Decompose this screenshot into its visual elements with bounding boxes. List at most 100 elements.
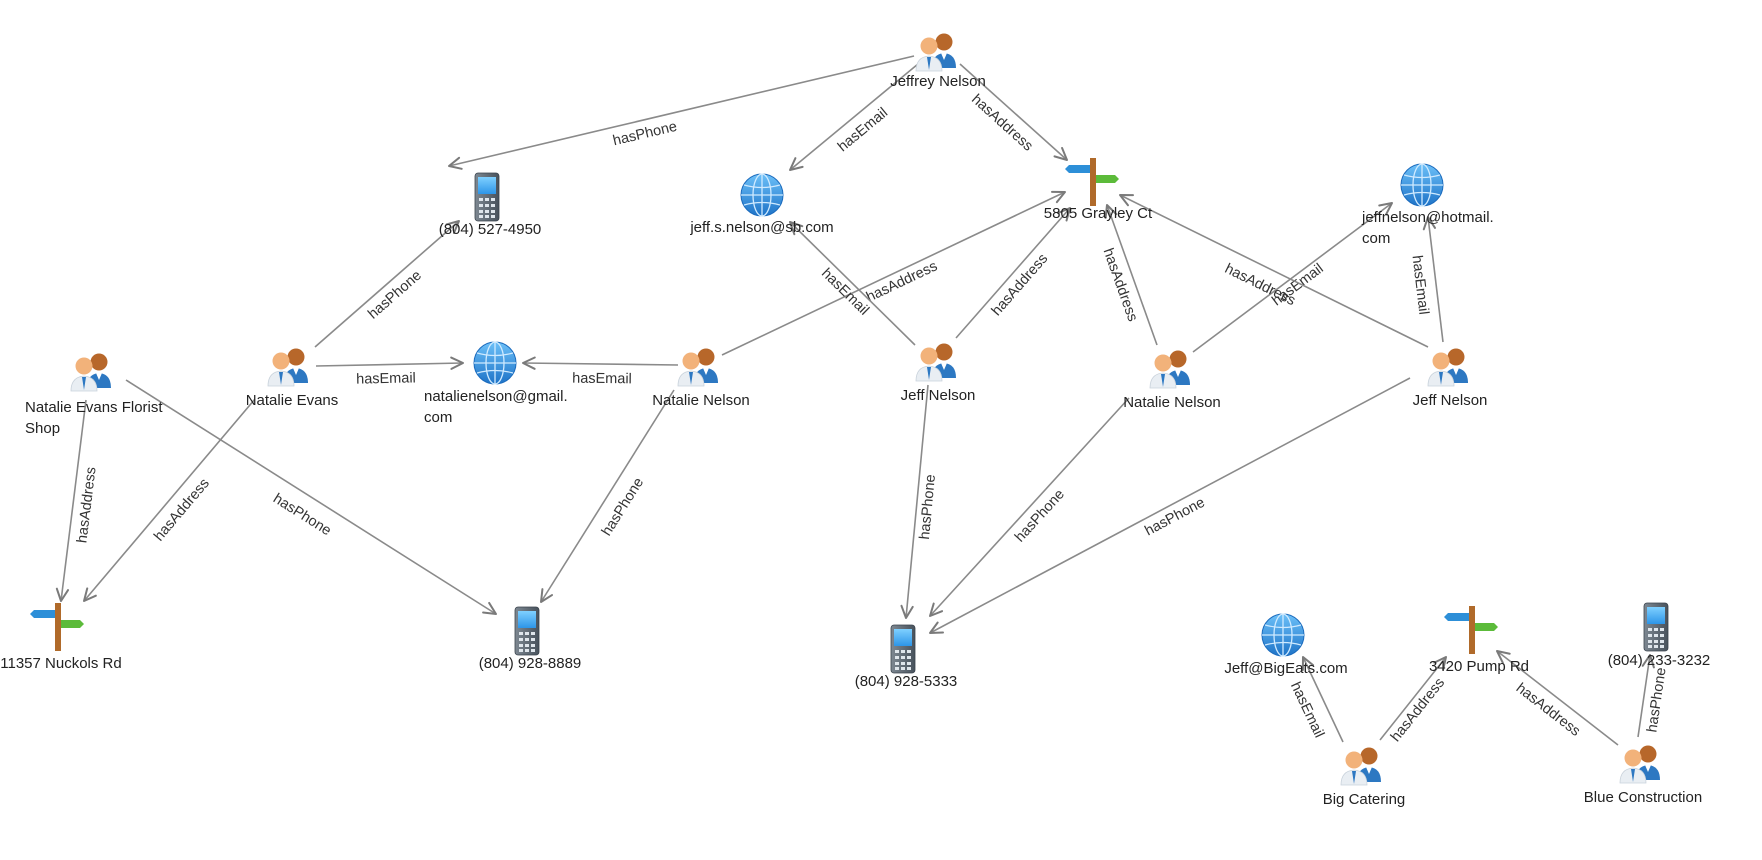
- globe-icon: [740, 173, 784, 217]
- node-label: Natalie Nelson: [652, 392, 750, 409]
- node-jeff-nelson-1[interactable]: Jeff Nelson: [901, 343, 976, 405]
- arrow-head: [83, 587, 97, 602]
- edge-natalie-nelson-2-phone-9285333[interactable]: hasPhone: [929, 397, 1130, 617]
- node-phone-9288889[interactable]: (804) 928-8889: [479, 606, 582, 672]
- edge-line: [1119, 194, 1429, 348]
- edge-label: hasPhone: [599, 475, 647, 539]
- edge-line: [125, 379, 497, 615]
- arrow-head: [1053, 146, 1068, 161]
- arrow-head: [929, 602, 944, 617]
- signpost-icon: [1065, 158, 1119, 206]
- edge-natalie-nelson-1-email-natalie-gmail[interactable]: hasEmail: [522, 356, 679, 387]
- node-label-line: Natalie Nelson: [1123, 394, 1221, 411]
- node-label-line: Jeff Nelson: [901, 387, 976, 404]
- node-label-line: Shop: [25, 420, 60, 437]
- globe-icon: [1261, 613, 1305, 657]
- arrow-head: [1119, 194, 1134, 207]
- edge-jeff-nelson-2-phone-9285333[interactable]: hasPhone: [929, 377, 1411, 634]
- node-label-line: (804) 928-5333: [855, 673, 958, 690]
- node-label-line: Big Catering: [1323, 791, 1406, 808]
- edge-line: [1106, 204, 1158, 346]
- people-icon: [915, 343, 957, 382]
- node-phone-9285333[interactable]: (804) 928-5333: [855, 624, 958, 690]
- arrow-head: [789, 221, 804, 236]
- arrow-head: [929, 621, 944, 634]
- edge-line: [83, 398, 256, 602]
- node-label: Natalie Evans: [246, 392, 339, 409]
- node-addr-grayley[interactable]: 5805 Grayley Ct: [1044, 158, 1153, 222]
- arrow-head: [522, 356, 536, 370]
- arrow-head: [1104, 204, 1118, 219]
- edge-jeff-nelson-2-email-hotmail[interactable]: hasEmail: [1409, 216, 1444, 343]
- node-big-catering[interactable]: Big Catering: [1323, 747, 1406, 809]
- node-label: Natalie Nelson: [1123, 394, 1221, 411]
- edge-line: [60, 399, 87, 602]
- edge-label: hasAddress: [74, 466, 99, 544]
- edge-natalie-evans-florist-addr-nuckols[interactable]: hasAddress: [55, 399, 100, 602]
- arrow-head: [1378, 202, 1393, 216]
- phone-icon: [890, 624, 916, 674]
- arrow-head: [482, 601, 497, 615]
- node-addr-pump[interactable]: 3420 Pump Rd: [1429, 606, 1529, 675]
- phone-icon: [474, 172, 500, 222]
- edge-label: hasAddress: [1100, 246, 1141, 323]
- node-label-line: jeffnelson@hotmail.: [1361, 209, 1494, 226]
- edge-line: [448, 55, 915, 167]
- edge-line: [721, 191, 1066, 356]
- people-icon: [267, 348, 309, 387]
- node-phone-2333232[interactable]: (804) 233-3232: [1608, 602, 1711, 669]
- arrow-head: [450, 356, 464, 370]
- signpost-icon: [30, 603, 84, 651]
- edge-line: [1302, 656, 1344, 743]
- node-jeffrey-nelson[interactable]: Jeffrey Nelson: [890, 33, 986, 91]
- edge-natalie-evans-email-natalie-gmail[interactable]: hasEmail: [315, 356, 464, 388]
- phone-icon: [514, 606, 540, 656]
- node-label-line: Jeff@BigEats.com: [1224, 660, 1347, 677]
- edge-line: [955, 207, 1071, 339]
- node-label: Jeff@BigEats.com: [1224, 660, 1347, 677]
- arrow-head: [445, 220, 460, 234]
- arrow-head: [1433, 656, 1447, 671]
- arrow-head: [1641, 654, 1655, 669]
- edge-label: hasEmail: [835, 105, 891, 155]
- node-phone-5274950[interactable]: (804) 527-4950: [439, 172, 542, 238]
- edge-natalie-nelson-2-addr-grayley[interactable]: hasAddress: [1100, 204, 1158, 346]
- node-addr-nuckols[interactable]: 11357 Nuckols Rd: [0, 603, 122, 672]
- node-email-bigeats[interactable]: Jeff@BigEats.com: [1224, 613, 1348, 677]
- arrow-head: [1057, 207, 1071, 222]
- node-blue-construction[interactable]: Blue Construction: [1584, 745, 1702, 807]
- edge-line: [959, 63, 1068, 161]
- edge-jeff-nelson-1-phone-9285333[interactable]: hasPhone: [900, 384, 939, 619]
- arrow-head: [1422, 216, 1437, 231]
- edge-line: [522, 362, 679, 366]
- arrow-head: [1496, 650, 1511, 664]
- edge-line: [1427, 216, 1444, 343]
- node-natalie-evans[interactable]: Natalie Evans: [246, 348, 339, 410]
- node-natalie-nelson-1[interactable]: Natalie Nelson: [652, 348, 750, 410]
- node-natalie-nelson-2[interactable]: Natalie Nelson: [1123, 350, 1221, 412]
- edge-line: [1496, 650, 1619, 746]
- arrow-head: [540, 588, 554, 603]
- node-label-line: (804) 527-4950: [439, 221, 542, 238]
- node-email-hotmail[interactable]: jeffnelson@hotmail.com: [1361, 163, 1494, 247]
- edge-line: [315, 362, 464, 367]
- edge-label: hasPhone: [611, 119, 678, 150]
- node-label-line: natalienelson@gmail.: [424, 388, 568, 405]
- node-label: 3420 Pump Rd: [1429, 658, 1529, 675]
- node-jeff-nelson-2[interactable]: Jeff Nelson: [1413, 348, 1488, 410]
- node-label: jeff.s.nelson@sb.com: [689, 219, 833, 236]
- edge-label: hasPhone: [270, 491, 334, 539]
- node-email-natalie-gmail[interactable]: natalienelson@gmail.com: [424, 341, 568, 426]
- edge-jeff-nelson-1-addr-grayley[interactable]: hasAddress: [955, 207, 1071, 339]
- edge-label: hasEmail: [1409, 254, 1432, 315]
- node-label: Jeffrey Nelson: [890, 73, 986, 90]
- node-email-jeff-sb[interactable]: jeff.s.nelson@sb.com: [689, 173, 834, 236]
- edge-natalie-nelson-1-phone-9288889[interactable]: hasPhone: [540, 389, 675, 603]
- edge-natalie-evans-phone-5274950[interactable]: hasPhone: [314, 220, 460, 348]
- people-icon: [1427, 348, 1469, 387]
- edge-natalie-evans-addr-nuckols[interactable]: hasAddress: [83, 398, 256, 602]
- arrow-head: [448, 156, 463, 170]
